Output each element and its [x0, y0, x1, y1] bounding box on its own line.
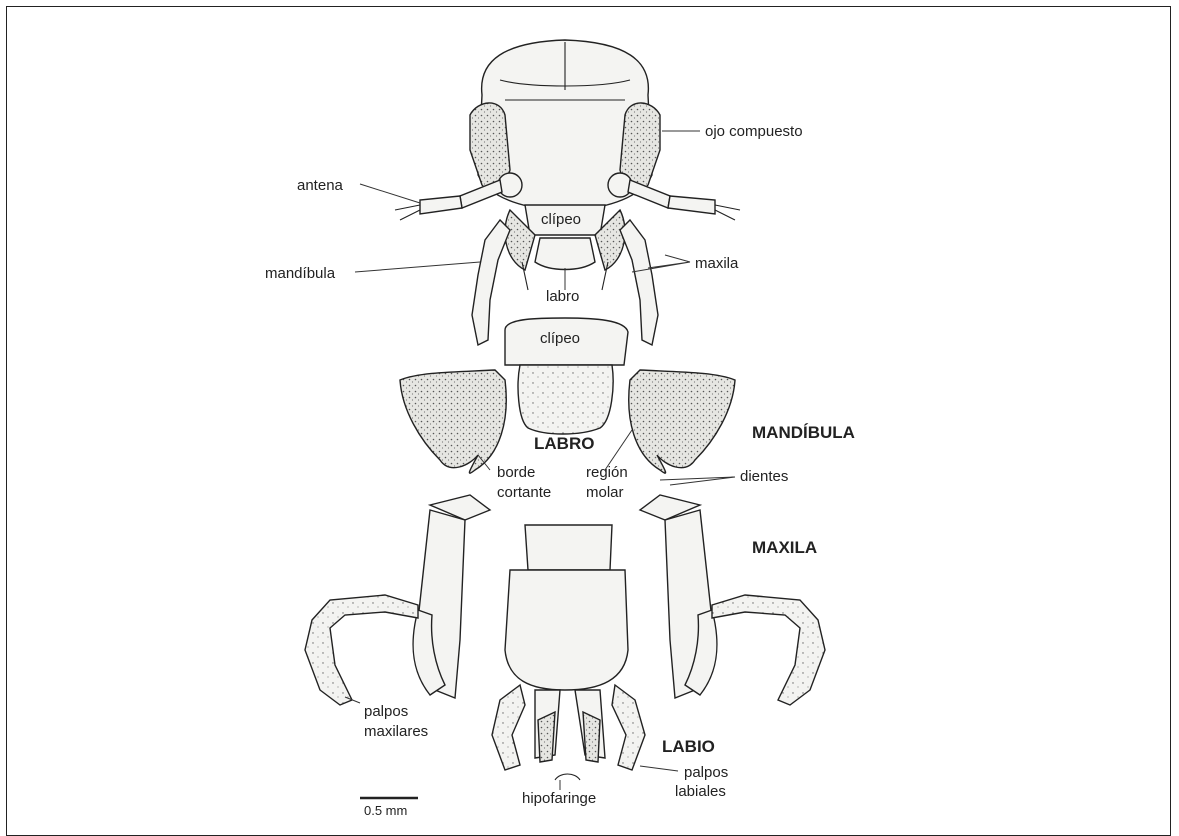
label-scale: 0.5 mm	[364, 803, 407, 818]
label-hipofaringe: hipofaringe	[522, 790, 596, 807]
label-palpos-labiales-1: palpos	[684, 764, 728, 781]
label-mandibula-bold: MANDÍBULA	[752, 423, 855, 442]
label-labro-bold: LABRO	[534, 434, 594, 453]
label-cortante: cortante	[497, 484, 551, 501]
labrum-on-head	[535, 238, 595, 270]
label-palpos-maxilares-1: palpos	[364, 703, 408, 720]
label-maxila-bold: MAXILA	[752, 538, 817, 557]
label-labro: labro	[546, 288, 579, 305]
label-mandibula: mandíbula	[265, 265, 336, 282]
label-palpos-maxilares-2: maxilares	[364, 723, 428, 740]
label-palpos-labiales-2: labiales	[675, 783, 726, 800]
label-borde: borde	[497, 464, 535, 481]
label-molar: molar	[586, 484, 624, 501]
label-antena: antena	[297, 177, 344, 194]
maxilla-left	[305, 495, 490, 705]
label-ojo-compuesto: ojo compuesto	[705, 123, 803, 140]
label-dientes: dientes	[740, 468, 788, 485]
maxilla-right	[640, 495, 825, 705]
label-clipeo-head: clípeo	[541, 211, 581, 228]
mandible-right	[629, 370, 735, 473]
label-maxila: maxila	[695, 255, 739, 272]
mandible-left	[400, 370, 506, 473]
labium	[492, 525, 645, 780]
label-region: región	[586, 464, 628, 481]
antenna-right	[628, 180, 740, 220]
label-clipeo-detail: clípeo	[540, 330, 580, 347]
label-labio-bold: LABIO	[662, 737, 715, 756]
